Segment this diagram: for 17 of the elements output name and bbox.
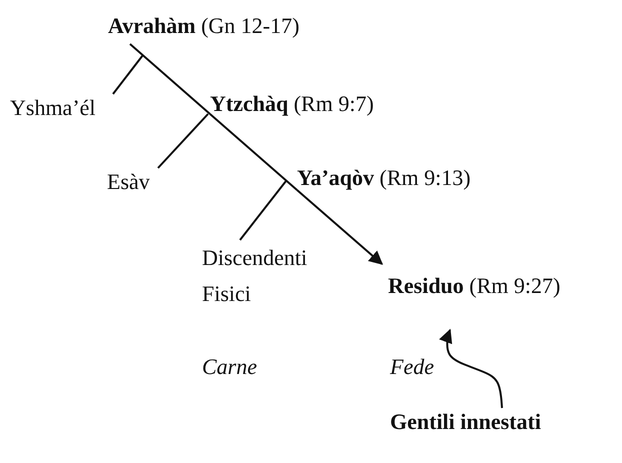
arrow — [296, 189, 384, 265]
person-heading: Ya’aqòv (Rm 9:13) — [297, 166, 471, 190]
connector-line — [112, 54, 144, 95]
connector-line — [209, 113, 298, 191]
category-label: Carne — [202, 355, 257, 379]
connector-line — [129, 43, 211, 115]
person-name: Discendenti Fisici — [202, 240, 342, 312]
person-heading: Residuo (Rm 9:27) — [388, 274, 560, 298]
person-heading: Gentili innestati — [390, 410, 541, 434]
category-label: Fede — [390, 355, 434, 379]
person-heading: Avrahàm (Gn 12-17) — [108, 14, 300, 38]
person-name: Esàv — [107, 170, 150, 194]
connector-line — [239, 180, 287, 241]
arrow — [439, 328, 503, 408]
connector-line — [157, 113, 209, 169]
person-name: Yshma’él — [10, 96, 96, 120]
person-heading: Ytzchàq (Rm 9:7) — [210, 92, 374, 116]
